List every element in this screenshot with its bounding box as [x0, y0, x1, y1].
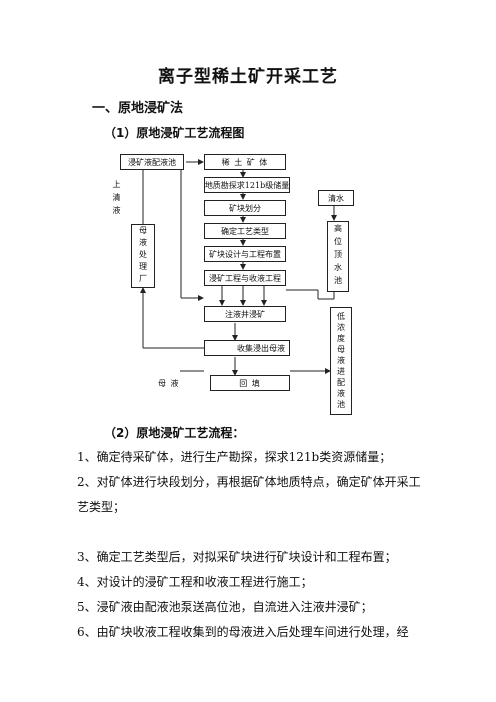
ore-body-box: 稀 土 矿 体 — [204, 154, 286, 170]
supernatant-label: 上清液 — [112, 180, 121, 219]
geological-survey-box: 地质勘探求121b级储量 — [204, 177, 290, 193]
step-3: 3、确定工艺类型后，对拟采矿块进行矿块设计和工程布置； — [77, 550, 397, 564]
process-type-box: 确定工艺类型 — [204, 223, 286, 239]
low-concentration-box: 低浓度母液进配液池 — [330, 307, 352, 415]
clear-water-box: 清水 — [318, 190, 354, 206]
leaching-engineering-box: 浸矿工程与收液工程 — [204, 270, 286, 286]
block-design-box: 矿块设计与工程布置 — [204, 246, 286, 262]
step-6: 6、由矿块收液工程收集到的母液进入后处理车间进行处理，经 — [77, 625, 409, 639]
subsection-heading-process: （2）原地浸矿工艺流程： — [104, 426, 245, 440]
mother-liquor-plant-box: 母液处理厂 — [131, 224, 155, 288]
block-division-box: 矿块划分 — [204, 200, 286, 216]
backfill-box: 回 填 — [210, 375, 290, 391]
section-heading: 一、原地浸矿法 — [92, 101, 184, 116]
step-2: 2、对矿体进行块段划分，再根据矿体地质特点，确定矿体开采工艺类型； — [77, 475, 421, 514]
mother-liquor-label: 母 液 — [158, 379, 180, 388]
step-1: 1、确定待采矿体，进行生产勘探，探求121b类资源储量； — [77, 450, 392, 464]
high-level-pool-box: 高位顶水池 — [327, 221, 349, 292]
subsection-heading-flowchart: （1）原地浸矿工艺流程图 — [104, 126, 245, 140]
step-5: 5、浸矿液由配液池泵送高位池，自流进入注液井浸矿； — [77, 600, 373, 614]
liquid-pool-box: 浸矿液配液池 — [120, 154, 184, 170]
collect-mother-liquor-box: 收集浸出母液 — [204, 340, 290, 356]
step-4: 4、对设计的浸矿工程和收液工程进行施工； — [77, 575, 313, 589]
injection-leaching-box: 注液井浸矿 — [204, 306, 286, 322]
page-title: 离子型稀土矿开采工艺 — [158, 67, 338, 87]
